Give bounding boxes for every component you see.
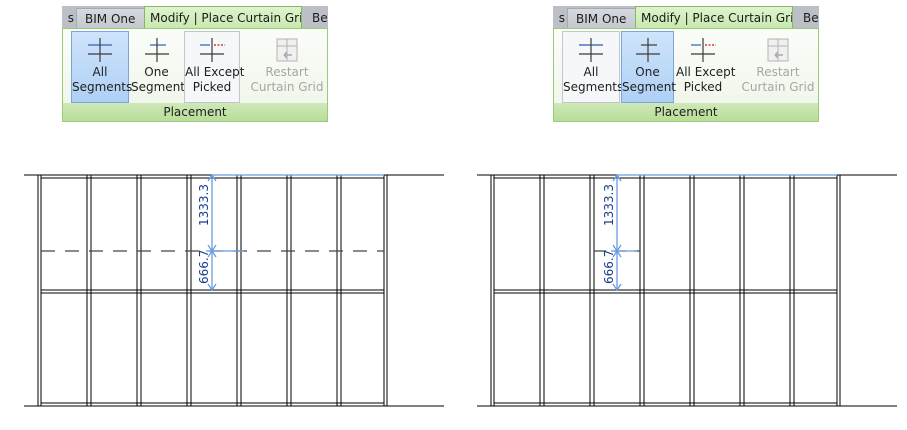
all-except-picked-label-2: Picked: [192, 80, 232, 94]
one-segment-button[interactable]: One Segment: [130, 31, 185, 103]
one-segment-icon: [144, 38, 169, 62]
all-segments-button[interactable]: All Segments: [562, 31, 624, 103]
one-segment-button[interactable]: One Segment: [621, 31, 676, 103]
all-segments-icon: [88, 38, 112, 62]
ribbon-tab-bar: s BIM One Modify | Place Curtain Grid Be…: [553, 6, 819, 30]
curtain-wall-elevation[interactable]: [477, 160, 897, 420]
placement-panel: All Segments One Segment All Except Pick…: [553, 28, 819, 122]
restart-curtain-grid-label-2: Curtain Grid: [741, 80, 815, 94]
one-segment-icon: [635, 38, 660, 62]
restart-curtain-grid-label-2: Curtain Grid: [250, 80, 324, 94]
tab-bim-one[interactable]: BIM One: [567, 8, 637, 28]
curtain-wall-elevation[interactable]: [24, 160, 444, 420]
all-segments-label-1: All: [583, 65, 599, 79]
all-except-picked-label-2: Picked: [683, 80, 723, 94]
restart-curtain-grid-button[interactable]: Restart Curtain Grid: [740, 31, 816, 103]
one-segment-label-2: Segment: [622, 80, 676, 94]
all-except-picked-label-1: All Except: [676, 65, 736, 79]
all-except-picked-icon: [200, 38, 225, 62]
curtain-wall-view-one-segment[interactable]: 1333.3 666.7: [477, 160, 897, 420]
all-except-picked-label-1: All Except: [185, 65, 245, 79]
one-segment-label-1: One: [144, 65, 169, 79]
restart-curtain-grid-icon: [276, 38, 298, 62]
restart-curtain-grid-label-1: Restart: [265, 65, 309, 79]
all-segments-label-2: Segments: [563, 80, 624, 94]
placement-panel-label: Placement: [63, 103, 327, 121]
dimension-upper-text[interactable]: 1333.3: [197, 184, 211, 226]
tab-clipped[interactable]: s: [62, 8, 74, 28]
restart-curtain-grid-button[interactable]: Restart Curtain Grid: [249, 31, 325, 103]
tab-modify-place-curtain-grid[interactable]: Modify | Place Curtain Grid: [144, 6, 302, 30]
ribbon-tab-bar: s BIM One Modify | Place Curtain Grid Be: [62, 6, 328, 30]
tab-clipped[interactable]: s: [553, 8, 565, 28]
tab-modify-place-curtain-grid[interactable]: Modify | Place Curtain Grid: [635, 6, 793, 30]
one-segment-label-1: One: [635, 65, 660, 79]
all-segments-icon: [579, 38, 603, 62]
ribbon-right: s BIM One Modify | Place Curtain Grid Be…: [553, 4, 819, 122]
dimension-upper-text[interactable]: 1333.3: [602, 184, 616, 226]
ribbon-left: s BIM One Modify | Place Curtain Grid Be…: [62, 4, 328, 122]
tab-clipped-right[interactable]: Be: [308, 8, 328, 28]
restart-curtain-grid-label-1: Restart: [756, 65, 800, 79]
all-except-picked-button[interactable]: All Except Picked: [184, 31, 245, 103]
one-segment-label-2: Segment: [131, 80, 185, 94]
placement-panel: All Segments One Segment All Except Pick…: [62, 28, 328, 122]
all-except-picked-button[interactable]: All Except Picked: [675, 31, 736, 103]
all-segments-button[interactable]: All Segments: [71, 31, 133, 103]
curtain-wall-view-all-segments[interactable]: 1333.3 666.7: [24, 160, 444, 420]
dimension-lower-text[interactable]: 666.7: [602, 249, 616, 284]
dimension-lower-text[interactable]: 666.7: [197, 249, 211, 284]
all-except-picked-icon: [691, 38, 716, 62]
restart-curtain-grid-icon: [767, 38, 789, 62]
placement-panel-label: Placement: [554, 103, 818, 121]
tab-clipped-right[interactable]: Ber: [799, 8, 819, 28]
all-segments-label-1: All: [92, 65, 108, 79]
tab-bim-one[interactable]: BIM One: [76, 8, 146, 28]
all-segments-label-2: Segments: [72, 80, 133, 94]
